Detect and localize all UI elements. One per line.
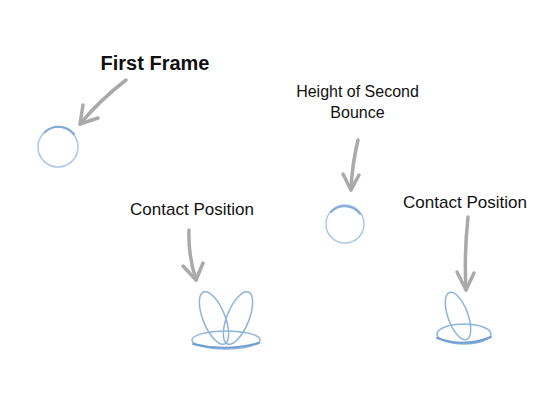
leader-arrow <box>80 80 126 124</box>
ball-first-frame <box>38 127 78 167</box>
ball-highlight <box>45 127 74 134</box>
ball-highlight <box>331 206 360 214</box>
callout-label: Height of Second Bounce <box>290 82 425 124</box>
leader-arrow <box>183 230 203 280</box>
leader-arrow <box>457 217 474 290</box>
leader-arrow <box>343 140 359 190</box>
callout-label: First Frame <box>95 50 215 76</box>
ball-contact-squash <box>437 289 491 344</box>
ball-second-bounce <box>326 205 364 243</box>
callout-label: Contact Position <box>112 199 272 221</box>
callout-label: Contact Position <box>385 192 545 214</box>
ball-contact-squash <box>192 288 260 349</box>
